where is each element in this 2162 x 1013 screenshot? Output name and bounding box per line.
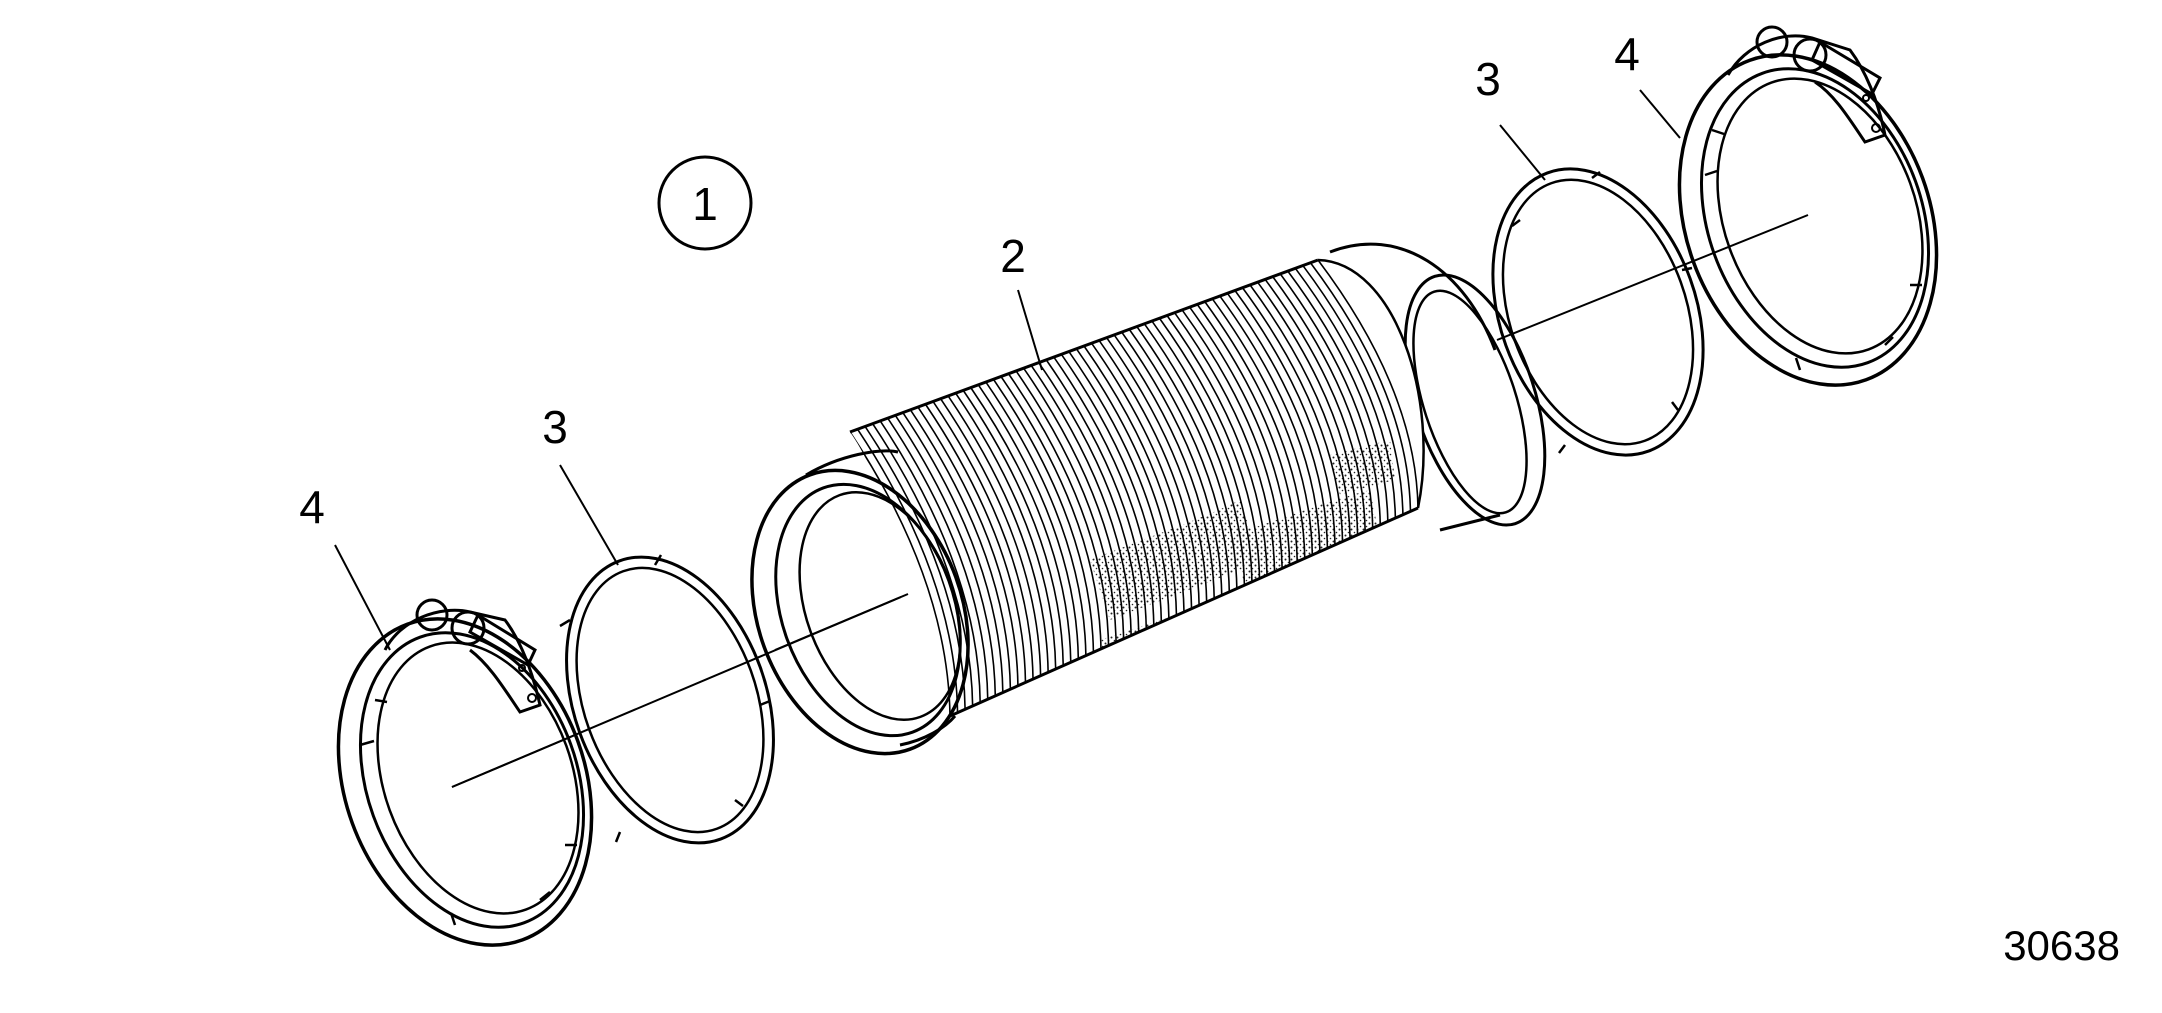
bellows-corrugation xyxy=(1309,262,1412,512)
view-number-badge: 1 xyxy=(657,155,753,251)
callout-gasket-left: 3 xyxy=(542,401,568,453)
leader-gasket-left xyxy=(559,464,619,566)
bellows-corrugation xyxy=(924,403,1027,683)
bellows-corrugation xyxy=(939,398,1042,676)
bellows-corrugation xyxy=(1287,270,1389,522)
bellows-corrugation xyxy=(962,389,1065,666)
bellows-corrugation xyxy=(992,378,1095,653)
bellows-corrugation xyxy=(947,395,1049,673)
bellows-left-collar xyxy=(750,449,970,756)
bellows-corrugation xyxy=(871,423,974,706)
clamp-latch-left xyxy=(383,598,542,714)
gasket-ring-left xyxy=(559,554,775,845)
gasket-ring-right xyxy=(1491,167,1705,457)
clamp-latch-right xyxy=(1726,25,1887,144)
bellows-corrugation xyxy=(917,406,1019,686)
bellows-corrugation xyxy=(1302,265,1404,515)
leader-lines xyxy=(334,89,1681,651)
bellows-corrugation xyxy=(977,384,1080,659)
bellows-corrugated-body xyxy=(850,260,1424,716)
bellows-corrugation xyxy=(1279,273,1382,525)
bellows-corrugation xyxy=(955,392,1057,670)
bellows-corrugation xyxy=(1294,267,1397,519)
callout-clamp-right: 4 xyxy=(1614,28,1640,80)
callout-bellows: 2 xyxy=(1000,230,1026,282)
bellows-corrugation xyxy=(909,409,1012,690)
bellows-corrugation xyxy=(894,414,997,696)
bellows-corrugation xyxy=(879,420,981,703)
leader-clamp-left xyxy=(334,544,391,651)
bellows-corrugation xyxy=(1000,376,1102,649)
view-number-label: 1 xyxy=(692,178,718,230)
bellows-corrugation xyxy=(902,412,1004,693)
bellows-corrugation xyxy=(1317,260,1419,509)
flexible-bellows xyxy=(750,242,1547,756)
callout-clamp-left: 4 xyxy=(299,481,325,533)
v-band-clamp-right xyxy=(1677,25,1939,387)
bellows-corrugation xyxy=(850,431,951,716)
bellows-corrugation xyxy=(970,387,1072,663)
bellows-corrugation xyxy=(932,401,1034,680)
callout-gasket-right: 3 xyxy=(1475,53,1501,105)
bellows-corrugation xyxy=(1007,373,1110,646)
v-band-clamp-left xyxy=(336,598,594,947)
bellows-corrugation xyxy=(864,426,966,710)
leader-gasket-right xyxy=(1499,124,1546,181)
bellows-corrugation xyxy=(985,381,1087,656)
bellows-corrugation xyxy=(887,417,989,700)
leader-clamp-right xyxy=(1639,89,1681,139)
figure-number: 30638 xyxy=(2003,922,2120,969)
leader-bellows xyxy=(1017,289,1043,371)
